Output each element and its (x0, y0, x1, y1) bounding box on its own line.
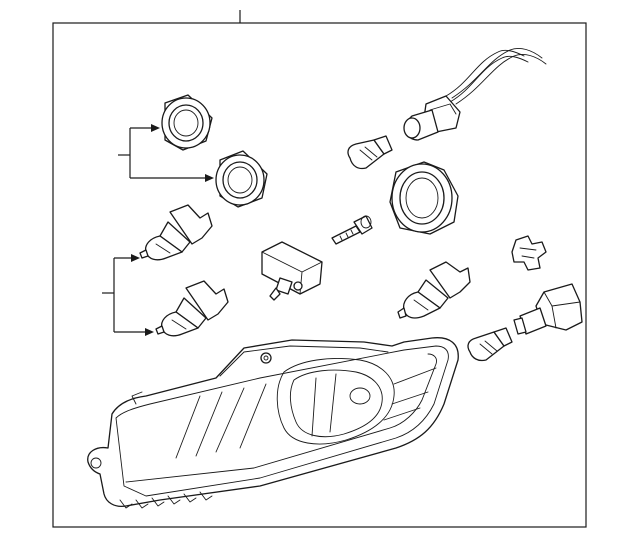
wedge-bulb-icon (347, 135, 393, 170)
halogen-bulb-icon (155, 280, 229, 337)
callout-bracket-rings (118, 124, 214, 182)
leveling-motor-icon (261, 241, 323, 301)
headlamp-assembly-icon (87, 337, 459, 509)
diagram-frame (52, 10, 587, 528)
callout-bracket-bulbs (102, 254, 154, 336)
bulb-socket-ring-icon (389, 161, 459, 235)
adjuster-screw-icon (331, 215, 373, 245)
bulb-socket-icon (513, 283, 583, 335)
bulb-socket-ring-icon (215, 150, 268, 208)
halogen-bulb-icon (139, 204, 213, 261)
bulb-socket-ring-icon (161, 94, 213, 151)
wedge-bulb-icon (467, 327, 513, 362)
wiring-harness-connector-icon (403, 47, 547, 141)
halogen-bulb-icon (397, 261, 471, 319)
retaining-clip-icon (511, 235, 547, 271)
